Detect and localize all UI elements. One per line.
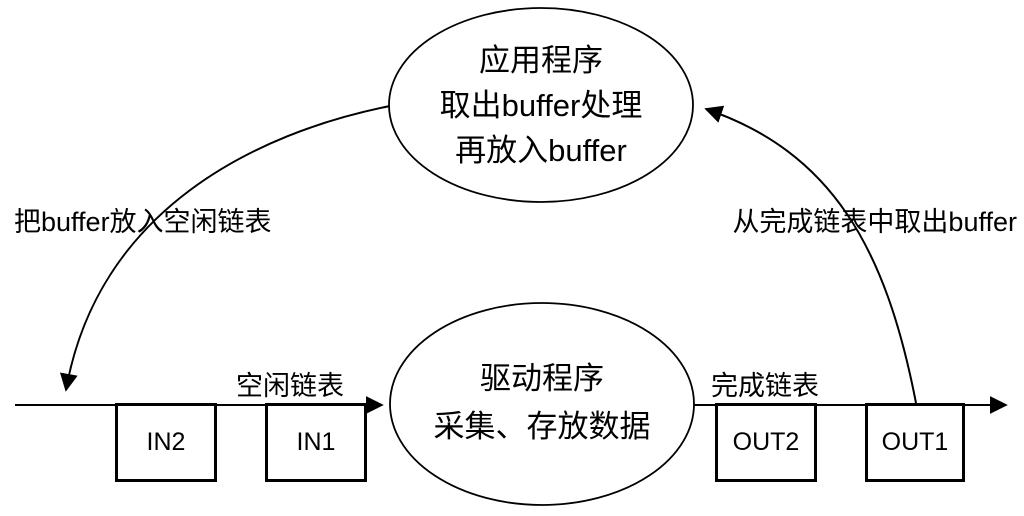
buffer-box-out2: OUT2 — [715, 403, 817, 482]
return-buffer-arrow — [59, 105, 391, 392]
buffer-box-in2: IN2 — [115, 403, 217, 482]
buffer-box-out2-label: OUT2 — [732, 428, 800, 456]
done-list-label: 完成链表 — [711, 371, 819, 401]
application-ellipse — [388, 7, 694, 203]
buffer-box-in1-label: IN1 — [296, 428, 336, 456]
fetch-buffer-label: 从完成链表中取出buffer — [732, 207, 1017, 237]
fetch-buffer-arrow — [704, 105, 917, 404]
driver-line2: 采集、存放数据 — [433, 409, 651, 444]
buffer-box-out1: OUT1 — [865, 403, 965, 482]
application-line2: 取出buffer处理 — [439, 88, 643, 123]
application-line3: 再放入buffer — [455, 133, 627, 168]
application-line1: 应用程序 — [479, 43, 603, 78]
buffer-box-out1-label: OUT1 — [881, 428, 949, 456]
driver-ellipse — [389, 302, 695, 506]
application-ellipse-text: 应用程序 取出buffer处理 再放入buffer — [389, 38, 693, 173]
driver-line1: 驱动程序 — [480, 361, 604, 396]
return-buffer-label: 把buffer放入空闲链表 — [14, 207, 272, 237]
free-list-label: 空闲链表 — [236, 371, 344, 401]
driver-ellipse-text: 驱动程序 采集、存放数据 — [390, 355, 694, 451]
buffer-box-in2-label: IN2 — [146, 428, 186, 456]
buffer-box-in1: IN1 — [265, 403, 367, 482]
